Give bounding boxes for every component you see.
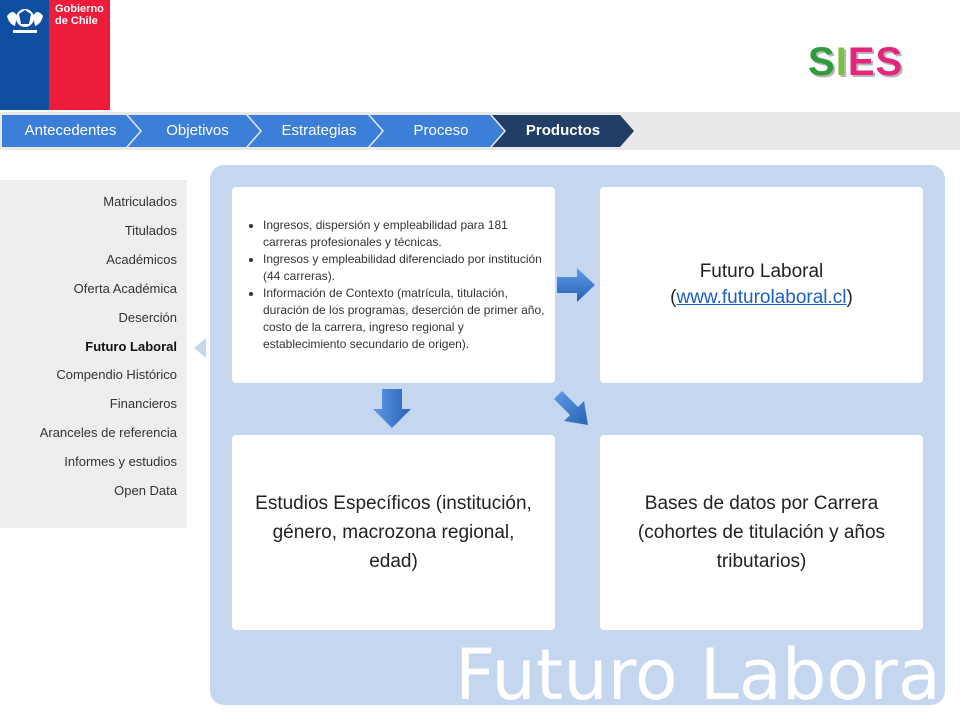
tab-productos[interactable]: Productos <box>525 122 601 139</box>
sidebar-item-matriculados[interactable]: Matriculados <box>103 194 177 209</box>
logo-line-2: de Chile <box>55 15 98 27</box>
bullet-item: Ingresos, dispersión y empleabilidad par… <box>263 217 545 251</box>
futuro-laboral-box: Futuro Laboral (www.futurolaboral.cl) <box>600 187 923 383</box>
tab-proceso[interactable]: Proceso <box>413 122 469 139</box>
bases-de-datos-text: Bases de datos por Carrera (cohortes de … <box>637 493 886 572</box>
products-bullet-list: Ingresos, dispersión y empleabilidad par… <box>232 217 555 353</box>
arrow-diagonal-icon <box>554 391 588 425</box>
products-description-box: Ingresos, dispersión y empleabilidad par… <box>232 187 555 383</box>
tab-objetivos[interactable]: Objetivos <box>166 122 229 139</box>
bullet-item: Información de Contexto (matrícula, titu… <box>263 285 545 353</box>
sidebar-item-compendio-historico[interactable]: Compendio Histórico <box>56 367 177 382</box>
sidebar-item-futuro-laboral[interactable]: Futuro Laboral <box>85 339 177 354</box>
sies-letter: S <box>875 40 904 84</box>
tab-estrategias[interactable]: Estrategias <box>281 122 357 139</box>
estudios-especificos-box: Estudios Específicos (institución, géner… <box>232 435 555 630</box>
watermark-title: Futuro Laboral <box>455 634 945 705</box>
paren-open: ( <box>670 287 677 308</box>
active-item-pointer-icon <box>194 338 206 358</box>
arrow-down-icon <box>373 389 411 428</box>
tab-shape-antecedentes[interactable] <box>2 115 140 147</box>
futuro-laboral-link[interactable]: www.futurolaboral.cl <box>676 287 847 308</box>
gobierno-de-chile-logo: Gobierno de Chile <box>0 0 110 110</box>
bases-de-datos-box: Bases de datos por Carrera (cohortes de … <box>600 435 923 630</box>
tab-shape-estrategias[interactable] <box>248 115 382 147</box>
sidebar-item-open-data[interactable]: Open Data <box>114 483 177 498</box>
sidebar-item-desercion[interactable]: Deserción <box>118 310 177 325</box>
logo-line-1: Gobierno <box>55 3 104 15</box>
nav-tabs-shapes <box>2 115 634 147</box>
sidebar: Matriculados Titulados Académicos Oferta… <box>0 180 187 528</box>
sies-letter: S <box>808 40 836 84</box>
tab-shape-objetivos[interactable] <box>128 115 260 147</box>
content-panel: Futuro Laboral Ingresos, dispersión y em… <box>210 165 945 705</box>
futuro-laboral-title: Futuro Laboral <box>699 261 824 282</box>
tab-antecedentes[interactable]: Antecedentes <box>24 122 117 139</box>
tab-shape-proceso[interactable] <box>370 115 504 147</box>
arrow-right-icon <box>557 268 595 302</box>
bullet-item: Ingresos y empleabilidad diferenciado po… <box>263 251 545 285</box>
sidebar-item-financieros[interactable]: Financieros <box>109 396 177 411</box>
sidebar-item-academicos[interactable]: Académicos <box>106 252 177 267</box>
sies-title: SIES <box>808 38 903 86</box>
sidebar-item-aranceles[interactable]: Aranceles de referencia <box>39 425 177 440</box>
sies-letter: E <box>847 40 876 84</box>
sidebar-item-informes[interactable]: Informes y estudios <box>64 454 177 469</box>
sidebar-item-oferta-academica[interactable]: Oferta Académica <box>73 281 177 296</box>
estudios-especificos-text: Estudios Específicos (institución, géner… <box>255 493 532 572</box>
sidebar-item-titulados[interactable]: Titulados <box>124 223 177 238</box>
coat-of-arms-icon <box>7 9 43 33</box>
logo-text: Gobierno de Chile <box>55 3 104 27</box>
paren-close: ) <box>846 287 853 308</box>
sies-letter: I <box>835 40 848 84</box>
tab-shape-productos[interactable] <box>492 115 634 147</box>
logo-red-field <box>49 0 110 110</box>
